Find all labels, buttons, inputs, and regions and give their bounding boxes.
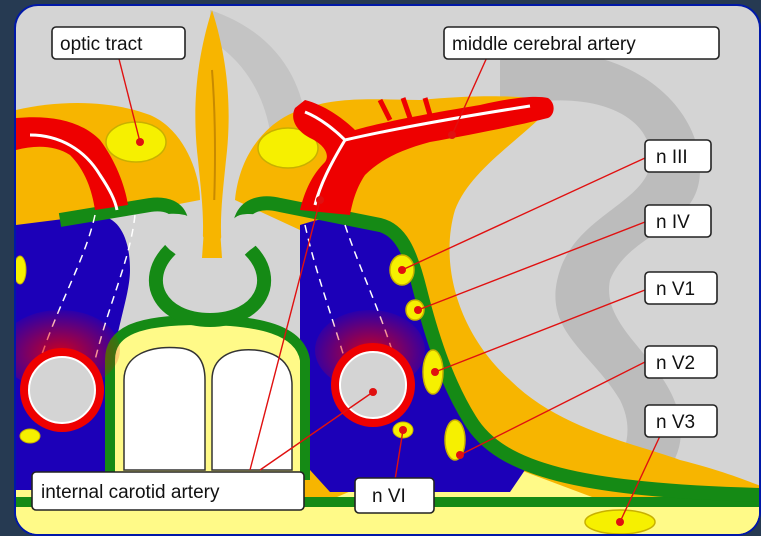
left-n-VI [20,429,40,443]
label-internal-carotid-artery-text: internal carotid artery [41,482,220,503]
label-optic-tract-text: optic tract [60,34,143,55]
label-n-V2: n V2 [645,346,717,378]
label-internal-carotid-artery: internal carotid artery [32,472,304,510]
pituitary-left-lobe [124,347,205,470]
label-n-V2-text: n V2 [656,353,695,374]
label-n-III: n III [645,140,711,172]
label-n-IV: n IV [645,205,711,237]
left-carotid-lumen [29,357,95,423]
label-n-IV-text: n IV [656,212,690,233]
label-middle-cerebral-artery: middle cerebral artery [444,27,719,59]
pituitary-right-lobe [212,350,292,470]
label-n-V1: n V1 [645,272,717,304]
label-n-V1-text: n V1 [656,279,695,300]
label-n-VI-text: n VI [372,486,406,507]
label-optic-tract: optic tract [52,27,185,59]
label-n-V3: n V3 [645,405,717,437]
label-n-V3-text: n V3 [656,412,695,433]
label-middle-cerebral-artery-text: middle cerebral artery [452,34,636,55]
label-n-VI: n VI [355,478,434,513]
label-n-III-text: n III [656,147,688,168]
